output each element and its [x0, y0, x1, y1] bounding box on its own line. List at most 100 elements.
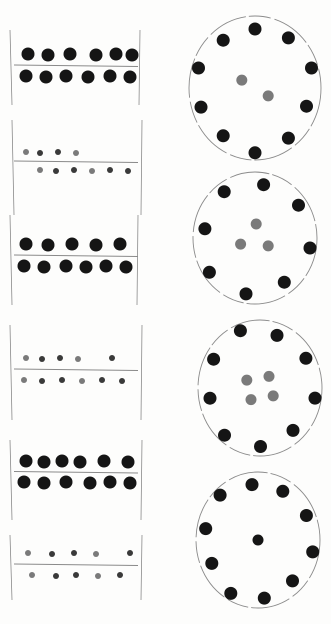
row-dot: [90, 49, 103, 62]
ring-dot: [309, 392, 322, 405]
row-dot: [124, 71, 137, 84]
row-dot: [53, 168, 59, 174]
row-dot: [127, 550, 133, 556]
dot-group-4: [14, 355, 138, 384]
ring-outline: [193, 172, 317, 304]
ring-dot: [299, 352, 312, 365]
ring-dot: [203, 266, 216, 279]
row-divider-line: [14, 564, 138, 566]
ring-dot: [300, 509, 313, 522]
ring-dot: [192, 62, 205, 75]
row-dot: [64, 48, 77, 61]
dot-group-5: [14, 455, 138, 490]
ring-dot: [300, 100, 313, 113]
row-dot: [110, 48, 123, 61]
row-dot: [71, 550, 77, 556]
row-dot: [20, 70, 33, 83]
row-dot: [22, 48, 35, 61]
ring-dot: [218, 185, 231, 198]
ring-outline: [189, 16, 321, 160]
ring-dot: [306, 545, 319, 558]
center-dot: [251, 219, 262, 230]
row-dot: [53, 573, 59, 579]
row-divider-line: [14, 369, 138, 371]
right-column: [189, 16, 322, 608]
row-dot: [82, 71, 95, 84]
ring-dot: [198, 222, 211, 235]
row-dot: [89, 168, 95, 174]
dot-group-6: [14, 550, 138, 579]
ring-dot: [199, 522, 212, 535]
row-dot: [20, 238, 33, 251]
row-dot: [104, 70, 117, 83]
panel-outline: [10, 30, 140, 105]
row-dot: [18, 260, 31, 273]
row-dot: [40, 71, 53, 84]
row-dot: [120, 261, 133, 274]
row-dot: [38, 261, 51, 274]
dot-group-3: [14, 238, 138, 274]
row-dot: [49, 551, 55, 557]
row-dot: [21, 377, 27, 383]
row-dot: [79, 378, 85, 384]
row-dot: [38, 477, 51, 490]
ring-dot: [214, 489, 227, 502]
dot-group-1: [14, 48, 139, 84]
row-dot: [42, 49, 55, 62]
ring-dot: [282, 31, 295, 44]
row-divider-line: [14, 472, 138, 474]
row-dot: [20, 455, 33, 468]
center-dot: [263, 90, 274, 101]
center-dot: [235, 239, 246, 250]
ring-outline: [198, 320, 322, 456]
row-dot: [66, 238, 79, 251]
ring-dot: [234, 324, 247, 337]
row-dot: [37, 150, 43, 156]
ring-dot: [218, 429, 231, 442]
row-dot: [39, 378, 45, 384]
center-dot: [253, 535, 264, 546]
row-dot: [37, 167, 43, 173]
row-dot: [29, 572, 35, 578]
dot-group-2: [14, 149, 138, 174]
ring-dot: [305, 62, 318, 75]
ring-dot: [217, 34, 230, 47]
row-dot: [60, 70, 73, 83]
ring-dot: [258, 592, 271, 605]
ring-dot: [286, 574, 299, 587]
row-dot: [60, 260, 73, 273]
row-dot: [23, 355, 29, 361]
row-divider-line: [14, 255, 138, 257]
row-dot: [125, 168, 131, 174]
ring-figure-4: [196, 472, 320, 608]
ring-dot: [249, 146, 262, 159]
ring-dot: [287, 424, 300, 437]
row-dot: [74, 456, 87, 469]
row-dot: [119, 378, 125, 384]
row-dot: [39, 356, 45, 362]
row-dot: [75, 356, 81, 362]
ring-figure-2: [193, 172, 317, 304]
panel-outline: [10, 215, 138, 305]
row-dot: [93, 551, 99, 557]
row-dot: [73, 572, 79, 578]
ring-dot: [292, 199, 305, 212]
ring-dot: [282, 132, 295, 145]
row-dot: [84, 477, 97, 490]
row-dot: [56, 455, 69, 468]
row-dot: [114, 238, 127, 251]
ring-dot: [207, 353, 220, 366]
ring-dot: [195, 101, 208, 114]
row-dot: [109, 355, 115, 361]
ring-dot: [217, 129, 230, 142]
center-dot: [241, 375, 252, 386]
ring-dot: [271, 329, 284, 342]
row-dot: [126, 49, 139, 62]
row-dot: [25, 550, 31, 556]
panel-outline: [10, 535, 142, 600]
row-dot: [23, 149, 29, 155]
ring-dot: [278, 276, 291, 289]
ring-dot: [257, 178, 270, 191]
